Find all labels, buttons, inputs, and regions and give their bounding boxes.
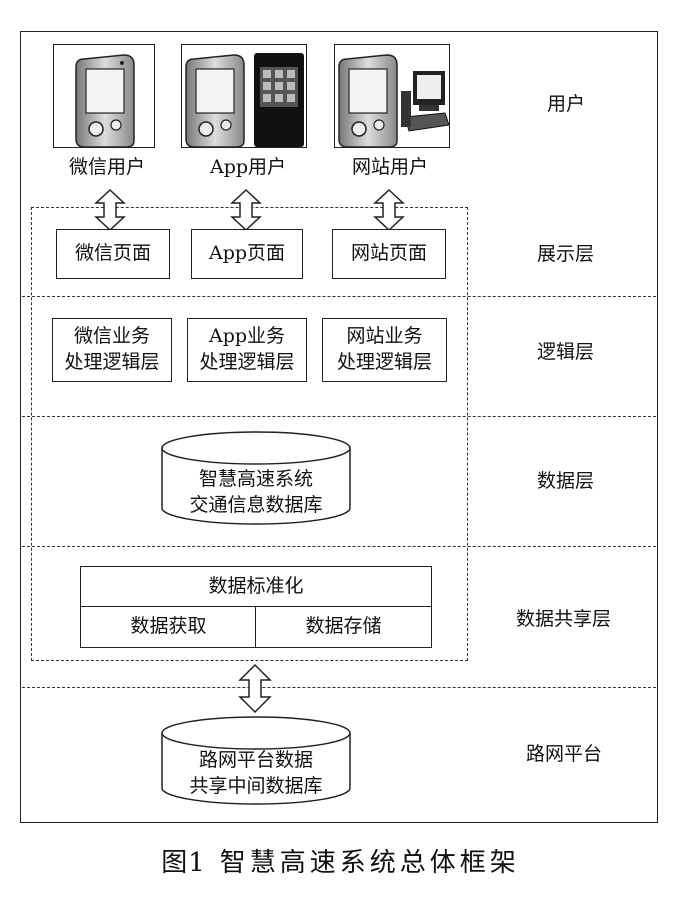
layer-separator-4: [22, 687, 656, 688]
figure-title: 智慧高速系统总体框架: [219, 848, 520, 878]
phone-computer-icon: [338, 54, 449, 147]
road-database-label: 路网平台数据共享中间数据库: [189, 749, 323, 797]
figure-caption: 图1 智慧高速系统总体框架: [0, 850, 681, 876]
figure-number: 图1: [161, 848, 206, 878]
wechat-user-device: [53, 44, 155, 148]
web-user-device: [334, 44, 450, 148]
layer-label-sharing: 数据共享层: [516, 608, 612, 630]
layer-label-data: 数据层: [537, 470, 595, 492]
layer-label-user: 用户: [547, 93, 586, 115]
app-user-device: [181, 44, 307, 148]
layer-label-road-platform: 路网平台: [526, 743, 603, 765]
arrow-road-platform: [238, 663, 272, 714]
phone-qr-icon: [185, 53, 304, 147]
data-acquisition-box: 数据获取: [80, 606, 257, 648]
web-user-label: 网站用户: [352, 156, 429, 178]
traffic-database-label: 智慧高速系统交通信息数据库: [189, 468, 323, 516]
app-page-box: App页面: [191, 229, 303, 279]
diagram-frame: [20, 31, 658, 823]
layer-label-presentation: 展示层: [537, 243, 595, 265]
layer-separator-1: [22, 296, 656, 297]
traffic-database-cylinder: [161, 448, 351, 525]
phone-icon: [75, 54, 135, 147]
wechat-logic-box: 微信业务处理逻辑层: [52, 318, 172, 382]
app-logic-box: App业务处理逻辑层: [187, 318, 307, 382]
data-storage-box: 数据存储: [255, 606, 432, 648]
app-user-label: App用户: [210, 156, 287, 178]
web-page-box: 网站页面: [332, 229, 446, 279]
layer-separator-2: [22, 416, 656, 417]
layer-label-logic: 逻辑层: [537, 341, 595, 363]
wechat-user-label: 微信用户: [69, 156, 146, 178]
wechat-page-box: 微信页面: [56, 229, 170, 279]
data-standardization-box: 数据标准化: [80, 566, 432, 608]
road-database-cylinder: [161, 733, 351, 805]
layer-separator-3: [22, 546, 656, 547]
web-logic-box: 网站业务处理逻辑层: [322, 318, 447, 382]
